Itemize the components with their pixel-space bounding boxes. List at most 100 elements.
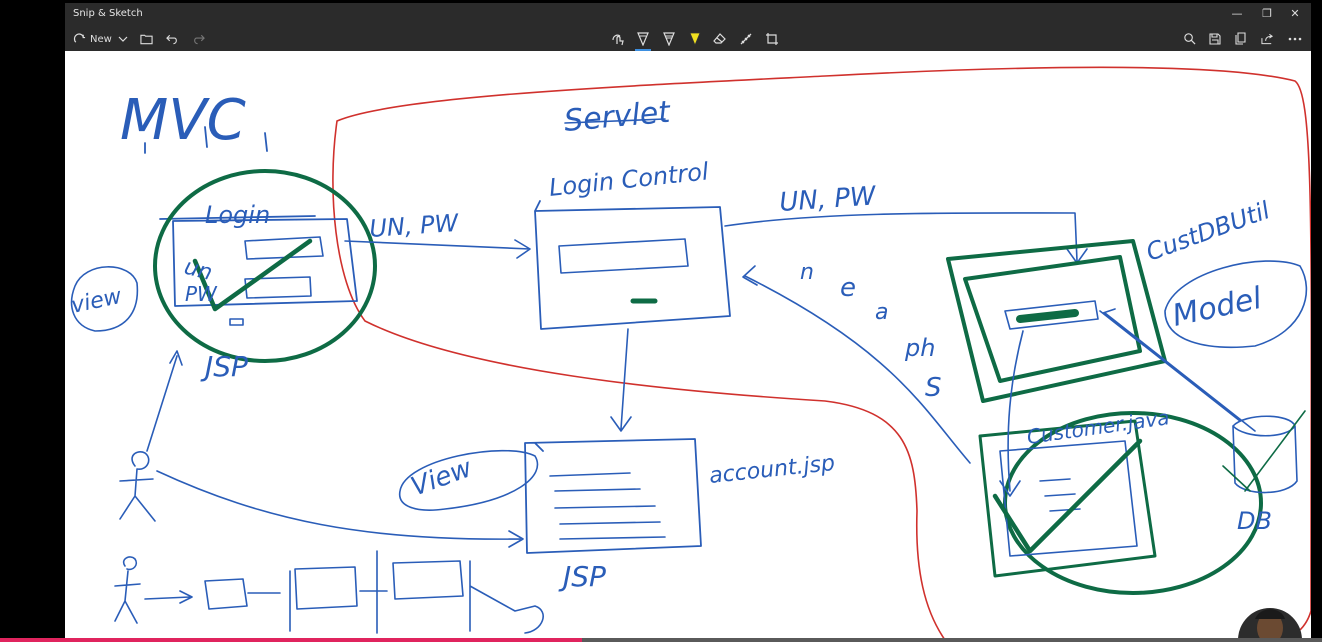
ballpoint-pen-icon <box>637 31 649 47</box>
pencil-icon <box>663 31 675 47</box>
ballpoint-pen-button[interactable] <box>633 28 653 51</box>
customer-box <box>978 419 1157 578</box>
arrow-user-to-account <box>156 470 524 548</box>
un-pw-top-label: UN, PW <box>778 181 878 218</box>
redo-button[interactable] <box>189 28 207 48</box>
servlet-underline <box>564 118 666 124</box>
view-center-circle <box>398 449 539 511</box>
video-progress-track[interactable] <box>0 638 1322 642</box>
db-green-line <box>1222 410 1306 492</box>
mvc-ticks <box>144 126 268 154</box>
jsp-left-label: JSP <box>200 350 248 383</box>
user-stick-figure <box>119 451 156 522</box>
dbutil-scribble <box>1016 309 1079 323</box>
servlet-inner-box <box>558 238 689 274</box>
new-label: New <box>90 34 112 45</box>
letter-ph: ph <box>904 334 935 362</box>
active-tool-indicator <box>635 49 651 51</box>
highlighter-button[interactable] <box>685 28 705 48</box>
snip-sketch-window: Snip & Sketch — ❐ ✕ New <box>65 3 1311 640</box>
copy-button[interactable] <box>1231 28 1251 48</box>
touch-writing-icon <box>612 34 624 45</box>
pencil-button[interactable] <box>659 28 679 48</box>
sketch-layer: MVC Servlet Login Control Login un PW JS… <box>69 66 1311 640</box>
video-progress-fill <box>0 638 582 642</box>
customer-inner-box <box>999 440 1138 557</box>
login-green-circle <box>153 169 377 363</box>
ruler-button[interactable] <box>736 28 756 48</box>
customer-lines <box>1039 478 1081 512</box>
letter-e: e <box>840 273 856 303</box>
arrow-user-to-login <box>146 350 183 452</box>
copy-icon <box>1235 32 1246 45</box>
bottom-flow-figure <box>114 550 544 634</box>
login-title-label: Login <box>205 201 270 229</box>
arrow-dbutil-to-customer <box>999 330 1024 497</box>
drawing-canvas[interactable]: MVC Servlet Login Control Login un PW JS… <box>65 51 1311 640</box>
dbutil-inner-field <box>1004 300 1099 330</box>
login-submit-mark <box>229 318 244 326</box>
ruler-icon <box>740 33 752 44</box>
mvc-label: MVC <box>120 88 246 153</box>
close-button[interactable]: ✕ <box>1290 7 1300 20</box>
jsp-center-label: JSP <box>558 560 606 593</box>
eraser-button[interactable] <box>710 28 730 48</box>
maximize-button[interactable]: ❐ <box>1262 7 1272 20</box>
cust-db-util-label: CustDBUtil <box>1142 196 1273 267</box>
title-bar: Snip & Sketch — ❐ ✕ <box>65 3 1311 25</box>
customer-green-check <box>992 438 1143 554</box>
servlet-box <box>534 200 731 330</box>
crop-button[interactable] <box>762 28 782 48</box>
save-icon <box>1209 32 1221 45</box>
db-label: DB <box>1237 507 1272 535</box>
minimize-button[interactable]: — <box>1231 7 1243 20</box>
open-file-button[interactable] <box>137 28 155 48</box>
view-left-label: view <box>69 284 125 319</box>
pw-field <box>244 276 312 299</box>
login-green-check <box>192 238 313 312</box>
share-button[interactable] <box>1257 28 1277 48</box>
undo-icon <box>165 34 177 44</box>
chevron-down-icon <box>118 36 128 42</box>
login-control-label: Login Control <box>548 157 710 202</box>
redo-icon <box>193 34 205 44</box>
account-jsp-label: account.jsp <box>708 451 836 489</box>
dbutil-green-box <box>946 239 1167 403</box>
eraser-icon <box>713 33 726 44</box>
account-jsp-lines <box>549 472 666 540</box>
zoom-icon <box>1183 33 1195 45</box>
more-icon <box>1288 37 1302 40</box>
new-dropdown-button[interactable] <box>115 28 131 48</box>
login-box <box>159 215 358 307</box>
model-label: Model <box>1169 281 1265 334</box>
account-jsp-box <box>524 438 702 554</box>
servlet-label: Servlet <box>563 95 673 139</box>
red-servlet-boundary <box>332 66 1311 640</box>
touch-writing-button[interactable] <box>608 28 628 48</box>
crop-icon <box>766 32 778 45</box>
un-pw-left-label: UN, PW <box>368 209 460 243</box>
view-left-circle <box>70 266 139 332</box>
arrow-servlet-to-account <box>610 328 632 432</box>
letter-n: n <box>800 260 814 285</box>
open-folder-icon <box>139 34 153 44</box>
new-snip-icon <box>73 33 86 43</box>
un-field <box>244 236 324 260</box>
toolbar: New <box>65 25 1311 51</box>
webcam-presenter <box>1238 608 1302 640</box>
arrow-back-to-servlet <box>742 265 971 464</box>
letter-s: S <box>925 373 942 403</box>
save-button[interactable] <box>1205 28 1225 48</box>
more-button[interactable] <box>1285 28 1305 48</box>
undo-button[interactable] <box>163 28 181 48</box>
highlighter-icon <box>689 32 701 46</box>
share-icon <box>1260 33 1273 44</box>
letter-a: a <box>875 300 888 325</box>
zoom-button[interactable] <box>1179 28 1199 48</box>
pw-label: PW <box>185 282 218 306</box>
new-snip-button[interactable]: New <box>73 28 117 48</box>
arrow-servlet-to-dbutil <box>724 212 1088 264</box>
arrow-dbutil-to-db <box>1099 308 1256 432</box>
arrow-login-to-servlet <box>344 239 531 259</box>
model-circle <box>1164 260 1308 349</box>
